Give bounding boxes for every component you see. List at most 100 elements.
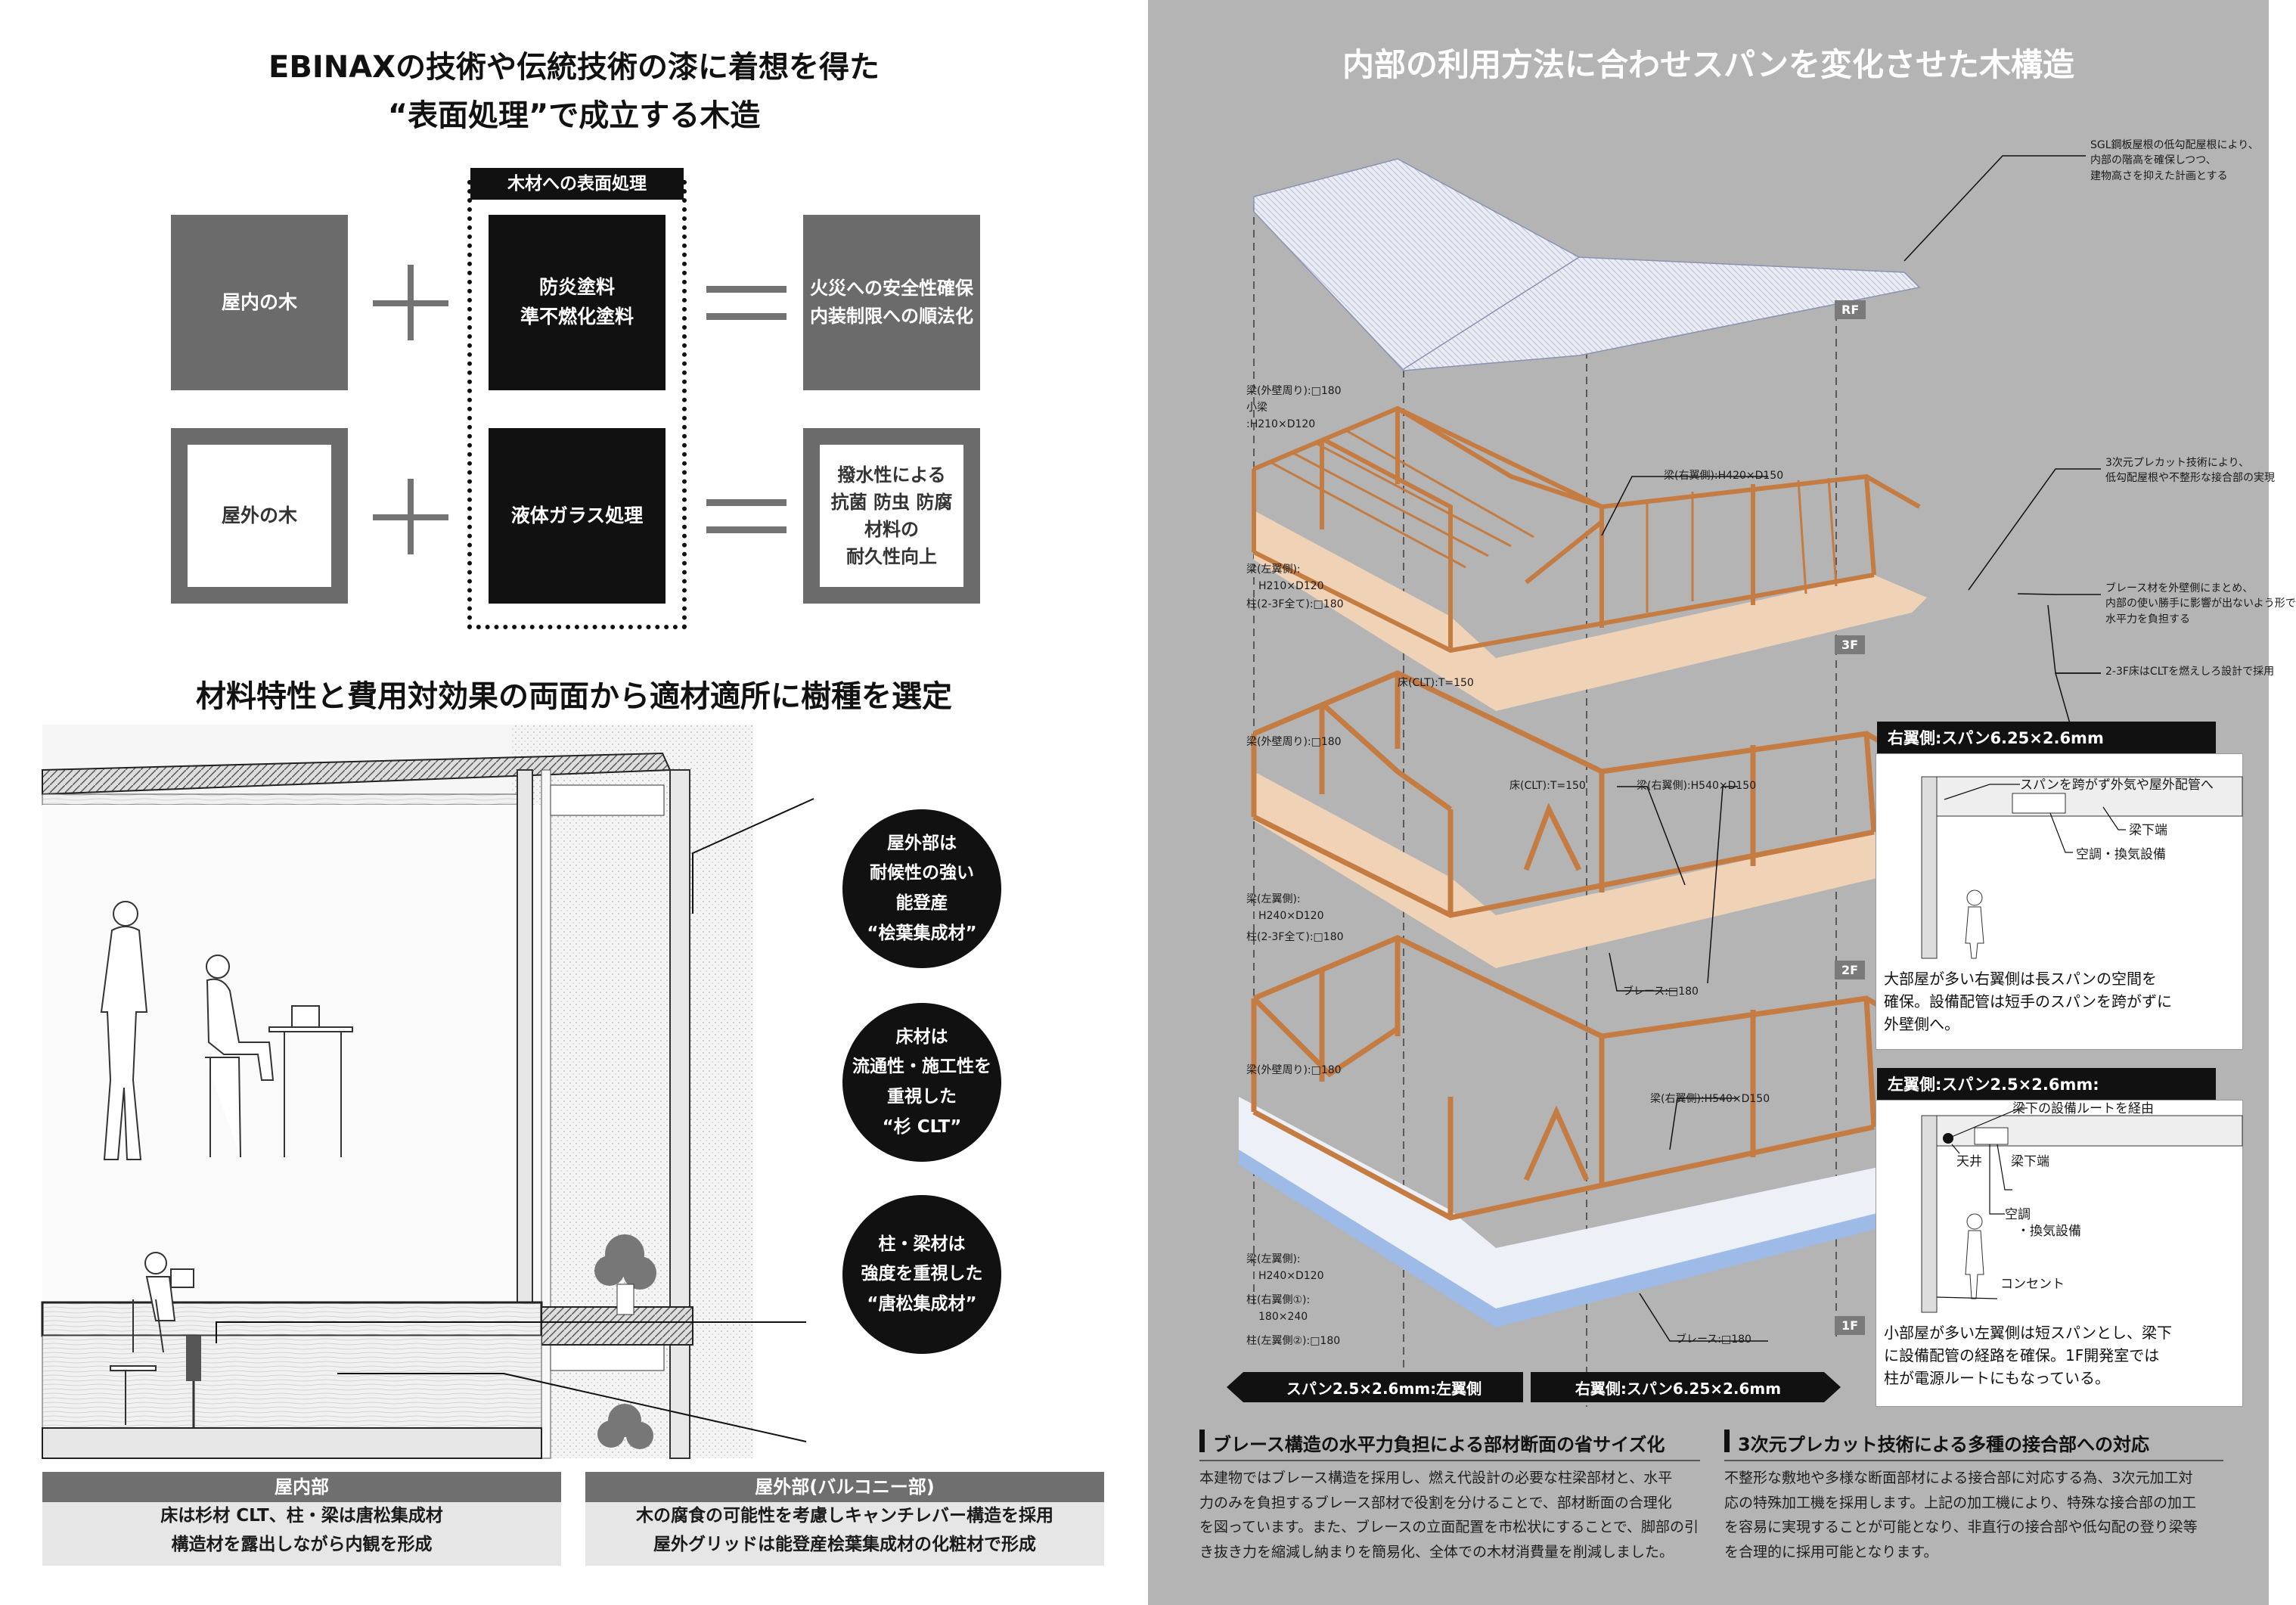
left-wing-panel-title: 左翼側:スパン2.5×2.6mm: xyxy=(1877,1068,2216,1100)
left-panel-text: 小部屋が多い左翼側は短スパンとし、梁下に設備配管の経路を確保。1F開発室では柱が… xyxy=(1884,1321,2172,1389)
circle3-line1: 柱・梁材は xyxy=(878,1234,966,1254)
right-panel-text1: 大部屋が多い右翼側は長スパンの空間を xyxy=(1884,970,2157,988)
f3-label-small-beam1: 小梁 xyxy=(1246,402,1267,414)
right-wing-section-sketch xyxy=(1921,776,2243,959)
outdoor-section-text: 木の腐食の可能性を考慮しキャンチレバー構造を採用 屋外グリッドは能登産桧葉集成材… xyxy=(585,1502,1104,1566)
left-panel-text2: に設備配管の経路を確保。1F開発室では xyxy=(1884,1346,2160,1364)
f3-label-floor: 床(CLT):T=150 xyxy=(1398,677,1474,689)
left-panel-callout3: 梁下端 xyxy=(2011,1154,2049,1169)
frame-3f xyxy=(1252,405,1927,711)
outdoor-line1: 木の腐食の可能性を考慮しキャンチレバー構造を採用 xyxy=(636,1506,1053,1526)
precut-note-l1: 3次元プレカット技術により、 xyxy=(2105,457,2250,469)
result2-line2: 抗菌 防虫 防腐 xyxy=(830,492,953,513)
liquid-glass-box: 液体ガラス処理 xyxy=(489,428,666,604)
structure-heading: 内部の利用方法に合わせスパンを変化させた木構造 xyxy=(1342,46,2075,83)
roof-note-l2: 内部の階高を確保しつつ、 xyxy=(2090,154,2217,167)
indoor-wood-label: 屋内の木 xyxy=(221,290,297,313)
plus-icon-v2 xyxy=(408,479,414,554)
bottom-left-title-bar xyxy=(1199,1430,1205,1452)
equals-icon-top2 xyxy=(706,499,787,506)
left-panel-callout1: 梁下の設備ルートを経由 xyxy=(2012,1101,2154,1116)
right-panel-callout3: 空調・換気設備 xyxy=(2076,847,2166,862)
heading-line1: EBINAXの技術や伝統技術の漆に着想を得た xyxy=(268,50,880,85)
right-wing-panel-title: 右翼側:スパン6.25×2.6mm xyxy=(1877,722,2216,753)
bottom-right-p3: を容易に実現することが可能となり、非直行の接合部や低勾配の登り梁等 xyxy=(1724,1519,2198,1536)
equals-icon-bottom2 xyxy=(706,526,787,533)
callout-circle-structure: 柱・梁材は強度を重視した “唐松集成材” xyxy=(842,1195,1001,1354)
brace-note-l1: ブレース材を外壁側にまとめ、 xyxy=(2105,582,2254,595)
plus-icon-v1 xyxy=(408,265,414,340)
circle3-line3: “唐松集成材” xyxy=(867,1293,977,1314)
circle2-line1: 床材は xyxy=(895,1026,948,1047)
precut-note-l2: 低勾配屋根や不整形な接合部の実現 xyxy=(2105,472,2275,485)
bottom-left-rule xyxy=(1199,1460,1700,1461)
f2-label-brace: ブレース:□180 xyxy=(1623,986,1699,998)
left-panel: EBINAXの技術や伝統技術の漆に着想を得た “表面処理”で成立する木造 木材へ… xyxy=(41,50,1104,1566)
callout-circle-exterior: 屋外部は耐候性の強い能登産“桧葉集成材” xyxy=(842,809,1001,968)
result1-line2: 内装制限への順法化 xyxy=(810,306,973,327)
durability-result-box: 撥水性による抗菌 防虫 防腐材料の耐久性向上 xyxy=(803,428,980,604)
f3-label-beam-right: 梁(右翼側):H420×D150 xyxy=(1664,470,1784,482)
left-wing-section-sketch xyxy=(1921,1107,2243,1313)
left-panel-callout6: コンセント xyxy=(2000,1277,2065,1292)
circle2-line2: 流通性・施工性を xyxy=(852,1057,991,1077)
indoor-section-title: 屋内部 xyxy=(42,1472,561,1502)
brace-note-l3: 水平力を負担する xyxy=(2105,613,2190,626)
liquid-glass-label: 液体ガラス処理 xyxy=(510,504,644,526)
bottom-right-paragraph: 不整形な敷地や多様な断面部材による接合部に対応する為、3次元加工対 応の特殊加工… xyxy=(1724,1466,2223,1565)
bottom-left-p2: 力のみを負担するブレース部材で役割を分けることで、部材断面の合理化 xyxy=(1199,1494,1672,1511)
fire-coating-box: 防炎塗料準不燃化塗料 xyxy=(489,215,666,390)
f1-label-beam-perimeter: 梁(外壁周り):□180 xyxy=(1246,1064,1342,1076)
right-panel-text: 大部屋が多い右翼側は長スパンの空間を確保。設備配管は短手のスパンを跨がずに外壁側… xyxy=(1884,967,2172,1035)
f3-label-column: 柱(2-3F全て):□180 xyxy=(1246,598,1344,610)
left-panel-text1: 小部屋が多い左翼側は短スパンとし、梁下 xyxy=(1884,1324,2172,1342)
right-panel-callout1: スパンを跨がず外気や屋外配管へ xyxy=(2020,778,2214,793)
f3-label-small-beam2: :H210×D120 xyxy=(1246,418,1316,430)
indoor-line1: 床は杉材 CLT、柱・梁は唐松集成材 xyxy=(160,1506,443,1526)
building-section-drawing xyxy=(41,725,814,1459)
level-tag-1f: 1F xyxy=(1835,1316,1866,1335)
left-wing-panel: 梁下の設備ルートを経由 天井 梁下端 空調 ・換気設備 コンセント 小部屋が多い… xyxy=(1876,1100,2243,1407)
right-wing-panel: スパンを跨がず外気や屋外配管へ 梁下端 空調・換気設備 大部屋が多い右翼側は長ス… xyxy=(1876,753,2243,1050)
fire-safety-result-box: 火災への安全性確保内装制限への順法化 xyxy=(803,215,980,390)
outdoor-wood-label: 屋外の木 xyxy=(221,504,297,526)
bottom-left-p3: を図っています。また、ブレースの立面配置を市松状にすることで、脚部の引 xyxy=(1199,1519,1699,1536)
circle1-line4: “桧葉集成材” xyxy=(867,923,977,943)
f3-label-beam-perimeter: 梁(外壁周り):□180 xyxy=(1246,385,1342,397)
bottom-left-title: ブレース構造の水平力負担による部材断面の省サイズ化 xyxy=(1213,1434,1665,1455)
span-right-label: 右翼側:スパン6.25×2.6mm xyxy=(1575,1380,1782,1398)
circle3-line2: 強度を重視した xyxy=(861,1264,983,1284)
brace-note-l2: 内部の使い勝手に影響が出ないよう形で xyxy=(2105,598,2296,610)
bottom-left-p4: き抜き力を縮減し納まりを簡易化、全体での木材消費量を削減しました。 xyxy=(1199,1544,1674,1561)
frame-1f xyxy=(1239,935,1935,1327)
right-panel-text2: 確保。設備配管は短手のスパンを跨がずに xyxy=(1884,992,2172,1010)
result2-line1: 撥水性による xyxy=(837,464,946,486)
outdoor-line2: 屋外グリッドは能登産桧葉集成材の化粧材で形成 xyxy=(653,1534,1036,1554)
f2-label-floor: 床(CLT):T=150 xyxy=(1509,780,1586,792)
f3-label-beam-left1: 梁(左翼側): xyxy=(1246,563,1301,576)
f1-label-col-right2: 180×240 xyxy=(1258,1311,1308,1323)
outdoor-wood-box: 屋外の木 xyxy=(171,428,348,604)
equals-icon-bottom1 xyxy=(706,313,787,320)
bottom-right-p2: 応の特殊加工機を採用します。上記の加工機により、特殊な接合部の加工 xyxy=(1724,1494,2196,1511)
right-panel-text3: 外壁側へ。 xyxy=(1884,1015,1959,1033)
roof-note-l3: 建物高さを抑えた計画とする xyxy=(2090,169,2228,182)
result2-line3: 材料の xyxy=(864,519,919,540)
circle1-line1: 屋外部は xyxy=(886,833,957,853)
f2-label-beam-perimeter: 梁(外壁周り):□180 xyxy=(1246,736,1342,748)
result1-line1: 火災への安全性確保 xyxy=(810,277,973,299)
f1-label-beam-left2: H240×D120 xyxy=(1258,1270,1324,1282)
left-panel-callout2: 天井 xyxy=(1956,1154,1982,1169)
bottom-right-p1: 不整形な敷地や多様な断面部材による接合部に対応する為、3次元加工対 xyxy=(1724,1470,2193,1486)
circle1-line2: 耐候性の強い xyxy=(869,863,974,883)
level-tag-rf: RF xyxy=(1835,300,1866,319)
heading-species-selection: 材料特性と費用対効果の両面から適材適所に樹種を選定 xyxy=(196,679,952,714)
bottom-right-p4: を合理的に採用可能となります。 xyxy=(1724,1544,1938,1561)
bottom-right-title: 3次元プレカット技術による多種の接合部への対応 xyxy=(1738,1434,2149,1455)
roof-note-l1: SGL鋼板屋根の低勾配屋根により、 xyxy=(2090,139,2259,151)
level-tag-2f: 2F xyxy=(1835,961,1866,979)
right-panel: 内部の利用方法に合わせスパンを変化させた木構造 xyxy=(1148,0,2296,1605)
precut-note: 3次元プレカット技術により、低勾配屋根や不整形な接合部の実現 xyxy=(2105,455,2275,486)
left-panel-text3: 柱が電源ルートにもなっている。 xyxy=(1884,1369,2110,1387)
roof-note: SGL鋼板屋根の低勾配屋根により、内部の階高を確保しつつ、建物高さを抑えた計画と… xyxy=(2090,138,2259,184)
